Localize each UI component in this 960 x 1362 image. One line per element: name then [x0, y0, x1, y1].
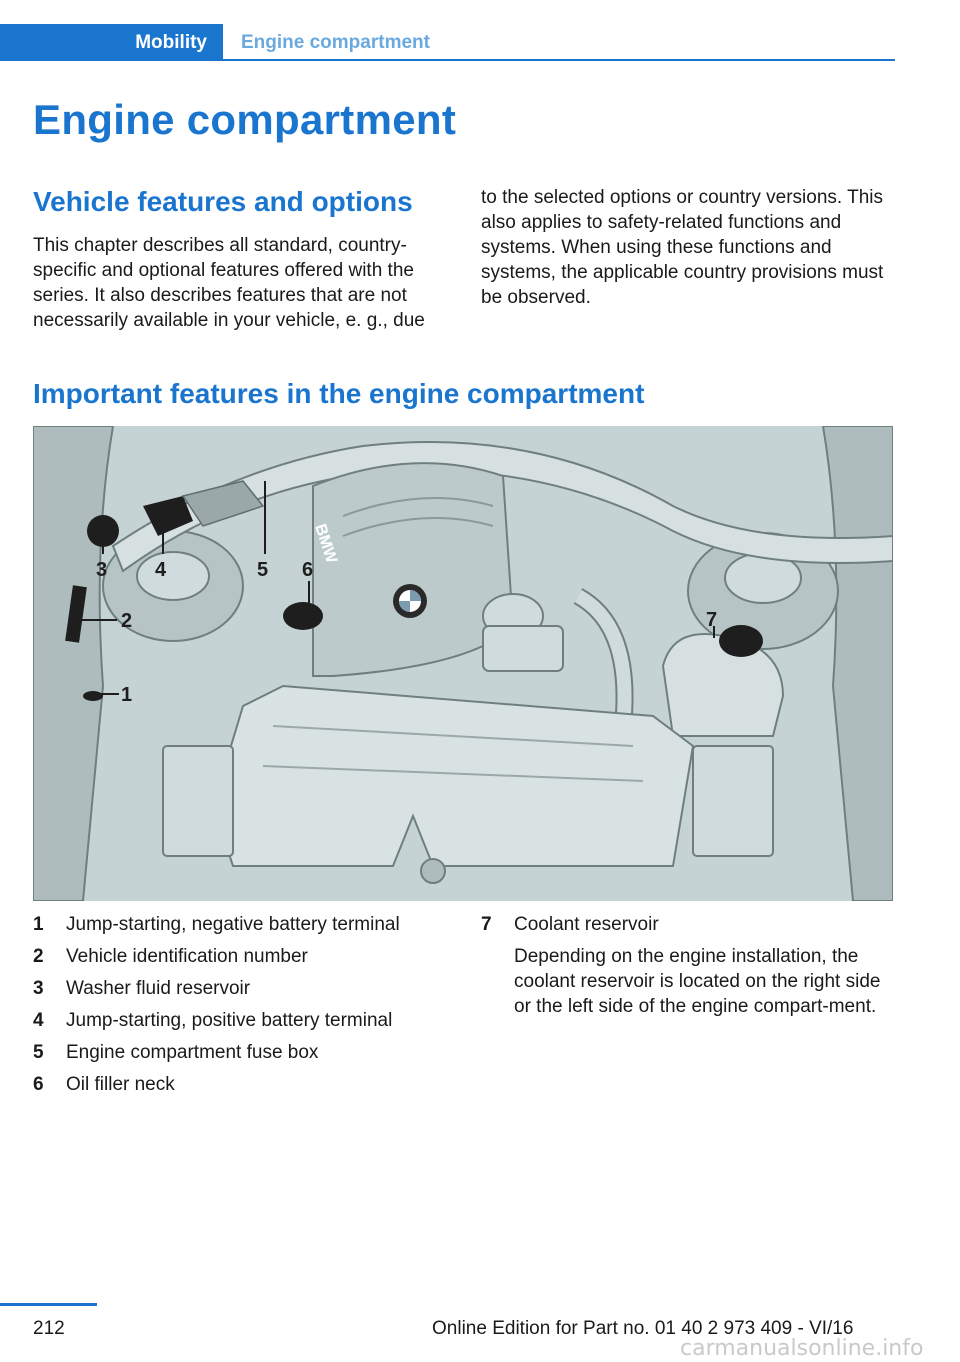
header-chapter-link[interactable]: Engine compartment	[241, 24, 430, 61]
legend-text: Vehicle identification number	[66, 946, 308, 967]
figure-label-1: 1	[121, 684, 132, 706]
legend-item: 4 Jump-starting, positive battery termina…	[33, 1008, 463, 1033]
legend-text: Jump-starting, negative battery terminal	[66, 914, 400, 935]
figure-label-4: 4	[155, 559, 167, 581]
legend-number: 4	[33, 1010, 44, 1031]
legend-number: 2	[33, 946, 44, 967]
legend-note: Depending on the engine installation, th…	[514, 946, 881, 1017]
legend-text: Washer fluid reservoir	[66, 978, 251, 999]
legend-item: 5 Engine compartment fuse box	[33, 1040, 463, 1065]
section-title-engine-features: Important features in the engine compart…	[33, 378, 645, 409]
figure-label-3: 3	[96, 559, 107, 581]
header-chapter-label: Engine compartment	[241, 31, 430, 53]
header-section-tab[interactable]: Mobility	[0, 24, 223, 61]
legend-item: 2 Vehicle identification number	[33, 944, 463, 969]
figure-label-6: 6	[302, 559, 313, 581]
watermark: carmanualsonline.info	[680, 1336, 924, 1361]
edition-note: Online Edition for Part no. 01 40 2 973 …	[432, 1318, 854, 1339]
figure-label-5: 5	[257, 559, 268, 581]
legend-text: Oil filler neck	[66, 1074, 175, 1095]
legend-number: 6	[33, 1074, 44, 1095]
legend-text: Engine compartment fuse box	[66, 1042, 319, 1063]
footer-rule	[0, 1303, 97, 1306]
legend-item: 1 Jump-starting, negative battery termina…	[33, 912, 463, 937]
legend-list-right: 7 Coolant reservoir Depending on the eng…	[481, 912, 895, 1026]
figure-label-7: 7	[706, 609, 717, 631]
legend-text: Jump-starting, positive battery terminal	[66, 1010, 393, 1031]
legend-number: 7	[481, 914, 492, 935]
legend-item: 7 Coolant reservoir Depending on the eng…	[481, 912, 895, 1019]
header-bar: Mobility Engine compartment	[0, 24, 895, 61]
legend-list-left: 1 Jump-starting, negative battery termina…	[33, 912, 463, 1104]
header-section-label: Mobility	[135, 31, 207, 53]
header-rule	[223, 59, 895, 61]
intro-paragraph-right: to the selected options or country versi…	[481, 187, 884, 308]
section-title-vehicle-features: Vehicle features and options	[33, 186, 413, 217]
legend-number: 5	[33, 1042, 44, 1063]
figure-label-2: 2	[121, 610, 132, 632]
engine-compartment-illustration: BMW	[33, 426, 893, 901]
page-number: 212	[33, 1318, 65, 1339]
page-title: Engine compartment	[33, 96, 457, 143]
legend-item: 6 Oil filler neck	[33, 1072, 463, 1097]
legend-number: 1	[33, 914, 44, 935]
legend-item: 3 Washer fluid reservoir	[33, 976, 463, 1001]
legend-text: Coolant reservoir	[514, 914, 659, 935]
intro-paragraph-left: This chapter describes all standard, cou…	[33, 235, 425, 331]
legend-number: 3	[33, 978, 44, 999]
